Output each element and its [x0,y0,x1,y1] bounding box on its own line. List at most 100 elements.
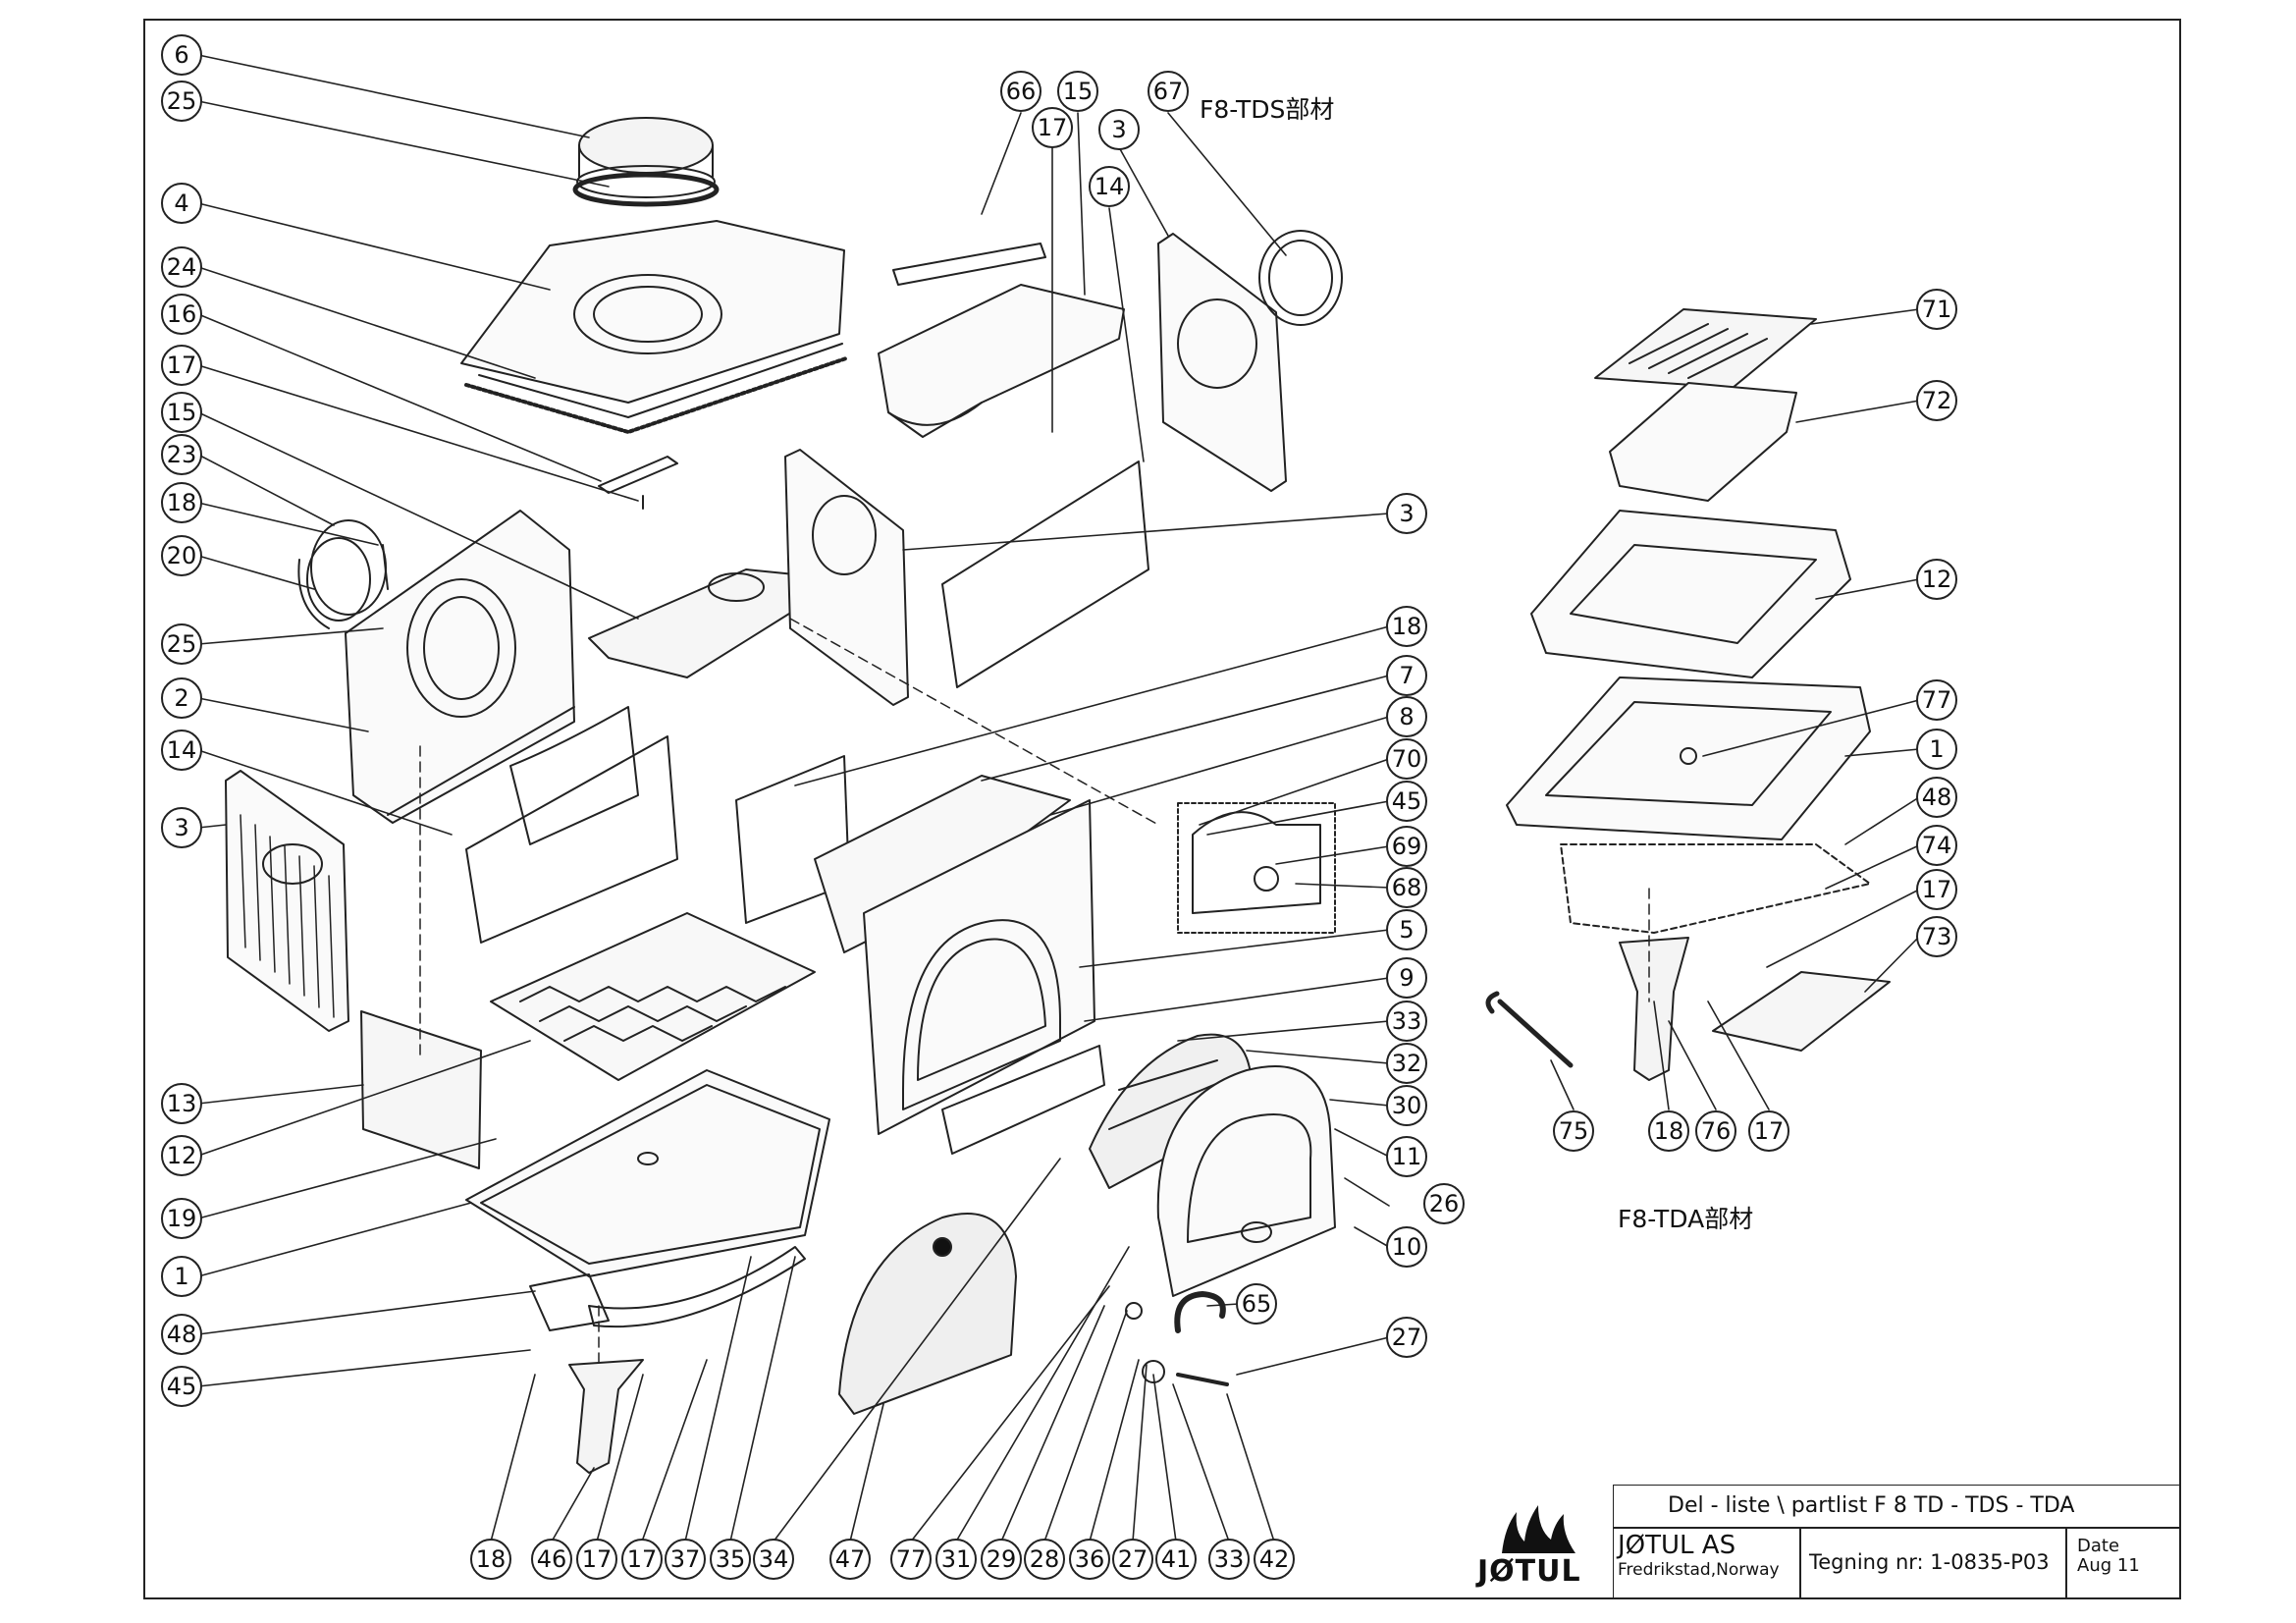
callout-1: 1 [1916,729,1957,770]
callout-2: 2 [161,677,202,719]
part-inner-liner-left [465,706,678,944]
callout-24: 24 [161,246,202,288]
flame-logo-icon [1502,1505,1575,1553]
tda-section-label: F8-TDA部材 [1618,1205,1754,1233]
callout-label: 67 [1153,78,1184,105]
callout-1: 1 [161,1256,202,1297]
part-flue-cap [572,117,720,207]
callout-label: 30 [1392,1092,1422,1119]
callout-label: 74 [1922,832,1952,859]
callout-9: 9 [1386,957,1427,999]
callout-68: 68 [1386,867,1427,908]
callout-label: 65 [1242,1290,1272,1318]
callout-label: 70 [1392,745,1422,773]
callout-label: 18 [167,489,197,516]
callout-label: 42 [1259,1545,1290,1573]
part-tda-frame [1530,510,1851,678]
part-back-plate [345,510,575,824]
callout-17: 17 [161,345,202,386]
callout-label: 17 [627,1545,658,1573]
callout-label: 2 [174,684,188,712]
callout-66: 66 [1000,71,1041,112]
partlist-title: Del - liste \ partlist F 8 TD - TDS - TD… [1668,1493,2075,1518]
callout-label: 10 [1392,1233,1422,1261]
callout-47: 47 [829,1539,871,1580]
part-bottom-plate [465,1069,830,1277]
callout-18: 18 [1648,1110,1689,1152]
drawing-frame [143,19,2181,1599]
callout-17: 17 [576,1539,617,1580]
callout-76: 76 [1695,1110,1736,1152]
callout-17: 17 [1916,869,1957,910]
callout-label: 48 [167,1321,197,1348]
callout-20: 20 [161,535,202,576]
part-ash-plate [360,1010,482,1169]
callout-label: 3 [1399,500,1414,527]
callout-label: 18 [476,1545,507,1573]
tds-section-label: F8-TDS部材 [1200,95,1335,124]
company-logo: JØTUL [1477,1554,1581,1589]
callout-label: 76 [1701,1117,1732,1145]
callout-65: 65 [1236,1283,1277,1325]
part-ash-lip [529,1246,806,1331]
part-center-frame [784,449,909,706]
callout-label: 19 [167,1205,197,1232]
callout-label: 26 [1429,1190,1460,1217]
callout-7: 7 [1386,655,1427,696]
callout-label: 72 [1922,387,1952,414]
part-baffle-plate [588,568,845,678]
callout-label: 71 [1922,296,1952,323]
part-tds-liner [941,460,1149,688]
callout-label: 31 [941,1545,972,1573]
callout-67: 67 [1148,71,1189,112]
callout-label: 24 [167,253,197,281]
date-label: Date [2077,1536,2120,1556]
part-grate [490,912,816,1081]
part-tda-grate [1594,308,1817,389]
callout-label: 28 [1030,1545,1060,1573]
callout-label: 27 [1392,1324,1422,1351]
callout-25: 25 [161,81,202,122]
part-side-panel-left [225,770,349,1032]
callout-label: 45 [167,1373,197,1400]
part-tda-ash-guard [1560,843,1871,934]
callout-label: 23 [167,441,197,468]
part-flue-collar [297,519,389,629]
callout-label: 18 [1654,1117,1684,1145]
callout-label: 47 [835,1545,866,1573]
callout-label: 34 [759,1545,789,1573]
callout-42: 42 [1254,1539,1295,1580]
callout-23: 23 [161,434,202,475]
callout-46: 46 [531,1539,572,1580]
callout-73: 73 [1916,916,1957,957]
callout-label: 9 [1399,964,1414,992]
callout-48: 48 [161,1314,202,1355]
callout-36: 36 [1069,1539,1110,1580]
callout-26: 26 [1423,1183,1465,1224]
part-tda-bottom-plate [1506,676,1871,840]
callout-label: 77 [1922,686,1952,714]
title-block-title: Del - liste \ partlist F 8 TD - TDS - TD… [1613,1485,2181,1528]
title-block-date: Date Aug 11 [2066,1528,2181,1599]
callout-label: 41 [1161,1545,1192,1573]
callout-label: 73 [1922,923,1952,950]
callout-77: 77 [890,1539,932,1580]
callout-label: 12 [167,1142,197,1169]
callout-label: 37 [670,1545,701,1573]
company-location: Fredrikstad,Norway [1618,1560,1780,1580]
callout-45: 45 [1386,781,1427,822]
callout-14: 14 [1089,166,1130,207]
callout-5: 5 [1386,909,1427,950]
callout-35: 35 [710,1539,751,1580]
callout-label: 15 [167,399,197,426]
callout-label: 12 [1922,566,1952,593]
callout-label: 13 [167,1090,197,1117]
callout-label: 14 [167,736,197,764]
callout-label: 6 [174,41,188,69]
callout-17: 17 [1032,107,1073,148]
callout-15: 15 [161,392,202,433]
callout-6: 6 [161,34,202,76]
part-front-door [1156,1065,1336,1297]
callout-48: 48 [1916,777,1957,818]
callout-70: 70 [1386,738,1427,780]
